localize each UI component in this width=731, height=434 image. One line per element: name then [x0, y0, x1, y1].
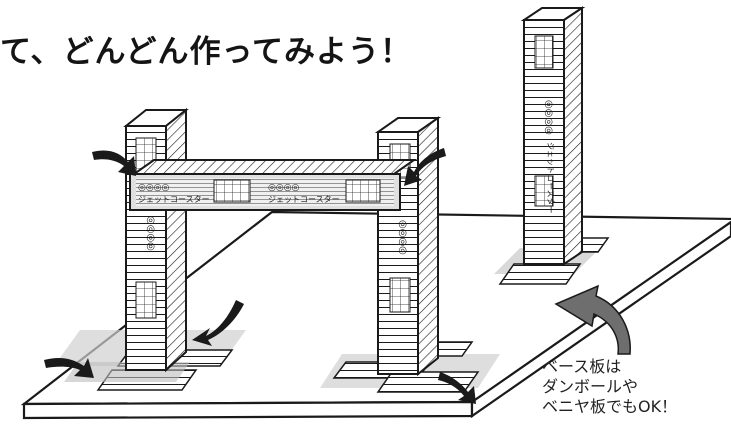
banner-symbols-1: ◎◎◎◎: [138, 183, 170, 193]
left-pillar: ◎◎◎◎: [123, 107, 189, 373]
caption-line-1: ベース板は: [542, 357, 622, 376]
caption-line-3: ベニヤ板でもOK！: [542, 397, 678, 416]
banner-label-1: ジェットコースター: [138, 195, 210, 204]
cross-beam: ◎◎◎◎ ジェットコースター ◎◎◎◎ ジェットコースター: [129, 159, 418, 211]
back-pillar-symbols: ◎◎◎◎: [543, 100, 554, 135]
banner-label-2: ジェットコースター: [268, 195, 340, 204]
left-pillar-symbols: ◎◎◎◎: [145, 216, 156, 251]
banner-symbols-2: ◎◎◎◎: [268, 183, 300, 193]
back-pillar-label: ジェットコースター: [546, 142, 555, 214]
curved-arrow-icon: [554, 284, 631, 355]
back-pillar: ◎◎◎◎ ジェットコースター: [520, 6, 586, 266]
page-title: て、どんどん作ってみよう！: [0, 34, 412, 70]
base-board-caption: ベース板は ダンボールや ベニヤ板でもOK！: [542, 357, 731, 417]
arrow-icon: [44, 148, 476, 404]
right-pillar-symbols: ◎◎◎◎: [397, 220, 408, 255]
caption-line-2: ダンボールや: [542, 377, 639, 396]
